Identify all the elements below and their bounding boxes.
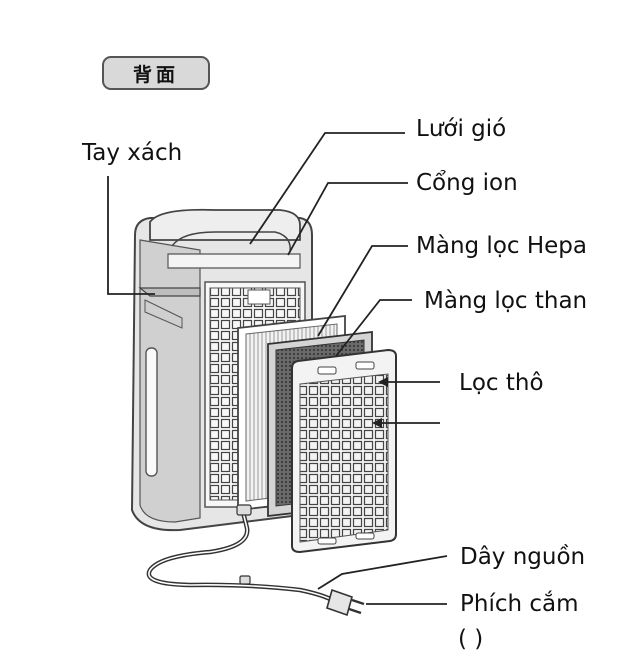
label-carbon-filter: Màng lọc than xyxy=(424,288,588,314)
label-plug: Phích cắm xyxy=(460,591,579,617)
label-pre-filter: Lọc thô xyxy=(459,370,544,396)
leader-grille xyxy=(249,132,405,245)
rear-view-badge: 背面 xyxy=(102,56,210,90)
leader-hepa xyxy=(317,245,408,337)
label-handle: Tay xách xyxy=(82,140,183,166)
label-power-cord: Dây nguồn xyxy=(460,544,586,570)
leader-handle xyxy=(107,176,155,295)
leader-lines xyxy=(107,132,448,605)
power-cord xyxy=(146,504,336,603)
leader-cord xyxy=(317,555,448,590)
pre-filter xyxy=(291,348,397,554)
label-hepa-filter: Màng lọc Hepa xyxy=(416,233,587,259)
plug xyxy=(326,588,365,617)
label-ion-port: Cổng ion xyxy=(416,170,518,196)
leader-ion xyxy=(287,182,408,256)
leader-carbon xyxy=(335,299,412,357)
leader-arrowheads xyxy=(372,377,388,428)
label-grille: Lưới gió xyxy=(416,116,507,142)
